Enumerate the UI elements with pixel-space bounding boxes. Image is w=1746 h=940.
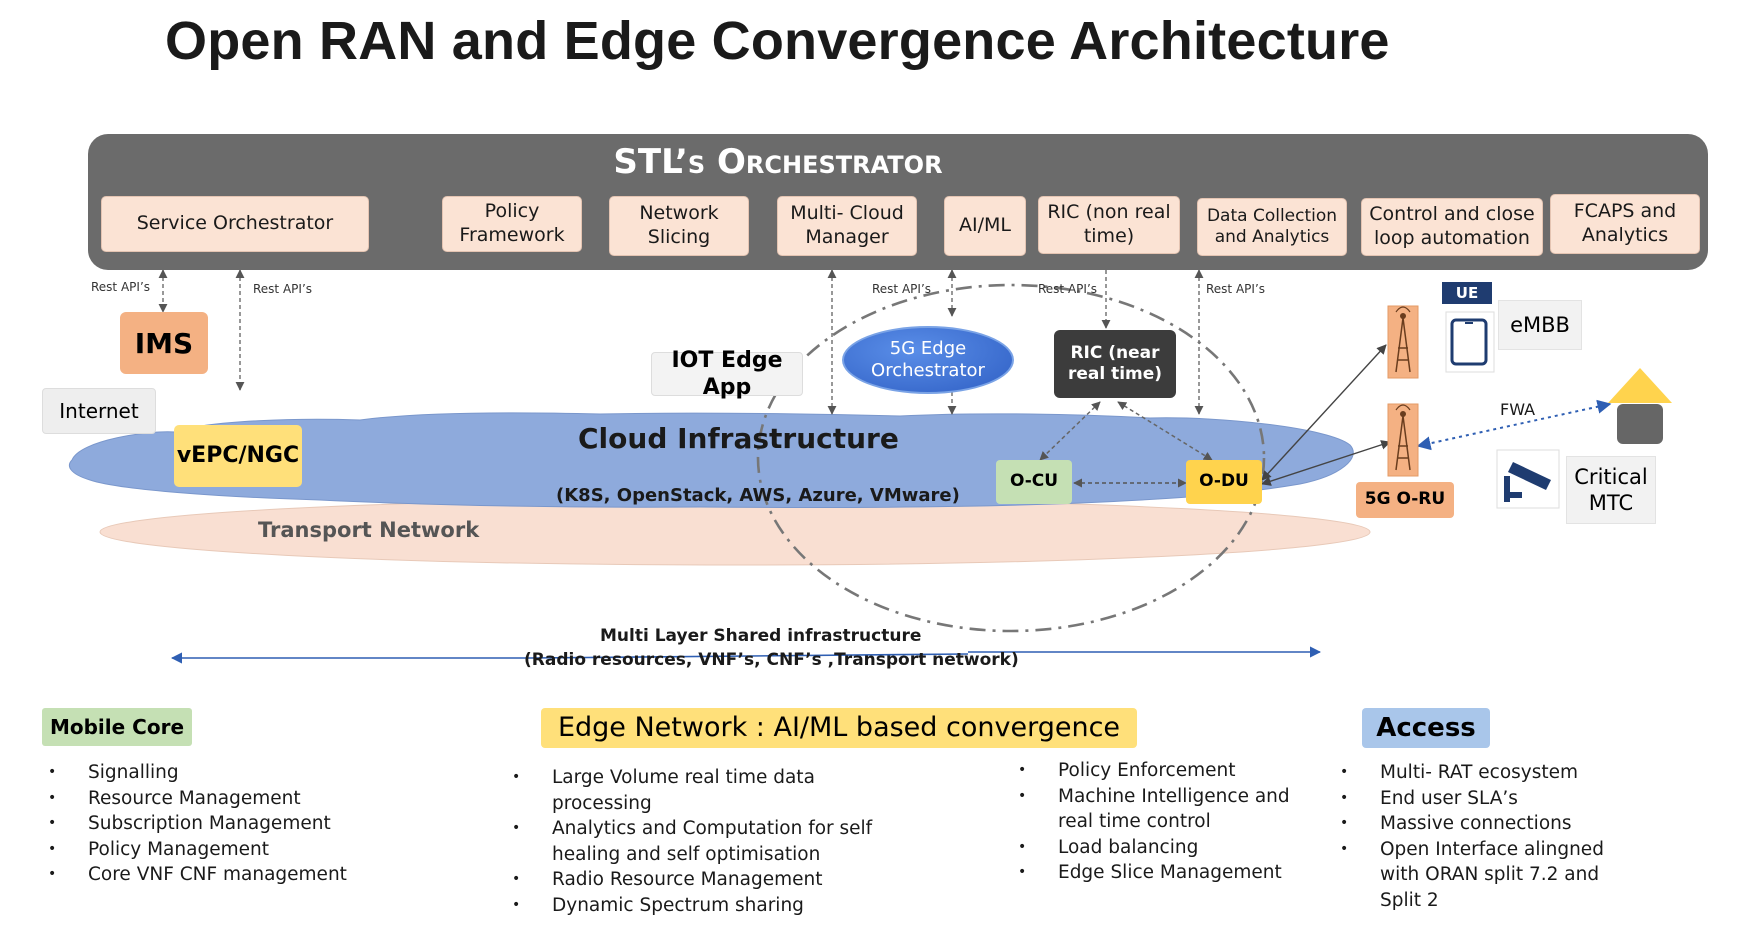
vepc-ngc-node[interactable]: vEPC/NGC xyxy=(174,425,302,487)
list-item: Multi- RAT ecosystem xyxy=(1340,760,1610,786)
list-item: Large Volume real time data processing xyxy=(512,765,912,816)
shared-infra-subtitle: (Radio resources, VNF’s, CNF’s ,Transpor… xyxy=(524,650,1019,670)
module-policy-framework[interactable]: Policy Framework xyxy=(442,196,582,252)
mobile-core-header: Mobile Core xyxy=(42,708,192,746)
module-ric-non-real-time[interactable]: RIC (non real time) xyxy=(1038,196,1180,254)
edge-network-header: Edge Network : AI/ML based convergence xyxy=(541,708,1137,748)
module-multi-cloud-manager[interactable]: Multi- Cloud Manager xyxy=(777,196,917,256)
list-item: Signalling xyxy=(48,760,388,786)
list-item: Policy Management xyxy=(48,837,388,863)
list-item: Policy Enforcement xyxy=(1018,758,1318,784)
shared-infra-title: Multi Layer Shared infrastructure xyxy=(600,626,922,646)
critical-mtc-label[interactable]: Critical MTC xyxy=(1566,456,1656,524)
edge-network-list-left: Large Volume real time data processing A… xyxy=(512,765,912,918)
antenna-icon xyxy=(1387,305,1419,379)
list-item: Resource Management xyxy=(48,786,388,812)
orchestrator-title-text: STL’s Orchestrator xyxy=(613,142,943,182)
ue-badge: UE xyxy=(1442,282,1492,304)
orchestrator-panel: STL’s Orchestrator Service Orchestrator … xyxy=(88,134,1708,270)
rest-api-label: Rest API’s xyxy=(1206,282,1266,296)
internet-node[interactable]: Internet xyxy=(42,388,156,434)
list-item: Massive connections xyxy=(1340,811,1610,837)
access-list: Multi- RAT ecosystem End user SLA’s Mass… xyxy=(1340,760,1610,913)
page-title: Open RAN and Edge Convergence Architectu… xyxy=(165,11,1390,71)
o-du-node[interactable]: O-DU xyxy=(1186,460,1262,504)
cloud-platforms-label: (K8S, OpenStack, AWS, Azure, VMware) xyxy=(556,485,960,506)
list-item: Open Interface alingned with ORAN split … xyxy=(1340,837,1610,914)
antenna-icon xyxy=(1387,403,1419,477)
edge-network-list-right: Policy Enforcement Machine Intelligence … xyxy=(1018,758,1318,886)
o-ru-node[interactable]: 5G O-RU xyxy=(1356,482,1454,518)
list-item: Subscription Management xyxy=(48,811,388,837)
module-ai-ml[interactable]: AI/ML xyxy=(944,196,1026,256)
cloud-infrastructure-label: Cloud Infrastructure xyxy=(578,422,899,455)
rest-api-label: Rest API’s xyxy=(91,280,151,294)
edge-orchestrator-node[interactable]: 5G Edge Orchestrator xyxy=(842,326,1014,394)
list-item: Load balancing xyxy=(1018,835,1318,861)
list-item: Machine Intelligence and real time contr… xyxy=(1018,784,1318,835)
iot-edge-app-node[interactable]: IOT Edge App xyxy=(651,348,803,400)
ims-node[interactable]: IMS xyxy=(120,312,208,374)
tablet-icon xyxy=(1445,311,1495,373)
rest-api-label: Rest API’s xyxy=(253,282,313,296)
ric-near-real-time-node[interactable]: RIC (near real time) xyxy=(1054,330,1176,398)
list-item: Core VNF CNF management xyxy=(48,862,388,888)
access-header: Access xyxy=(1362,708,1490,748)
mobile-core-list: Signalling Resource Management Subscript… xyxy=(48,760,388,888)
list-item: Edge Slice Management xyxy=(1018,860,1318,886)
embb-label[interactable]: eMBB xyxy=(1498,300,1582,350)
module-network-slicing[interactable]: Network Slicing xyxy=(609,196,749,256)
house-icon xyxy=(1608,368,1672,444)
o-cu-node[interactable]: O-CU xyxy=(996,460,1072,504)
orchestrator-title: STL’s Orchestrator xyxy=(88,142,1468,182)
rest-api-label: Rest API’s xyxy=(1038,282,1098,296)
module-service-orchestrator[interactable]: Service Orchestrator xyxy=(101,196,369,252)
module-control-loop-automation[interactable]: Control and close loop automation xyxy=(1361,198,1543,256)
list-item: Dynamic Spectrum sharing xyxy=(512,893,912,919)
camera-icon xyxy=(1496,449,1560,509)
list-item: End user SLA’s xyxy=(1340,786,1610,812)
list-item: Analytics and Computation for self heali… xyxy=(512,816,912,867)
module-data-collection-analytics[interactable]: Data Collection and Analytics xyxy=(1197,198,1347,256)
fwa-label: FWA xyxy=(1500,400,1536,419)
rest-api-label: Rest API’s xyxy=(872,282,932,296)
list-item: Radio Resource Management xyxy=(512,867,912,893)
module-fcaps-analytics[interactable]: FCAPS and Analytics xyxy=(1550,194,1700,254)
transport-network-label: Transport Network xyxy=(258,518,480,542)
